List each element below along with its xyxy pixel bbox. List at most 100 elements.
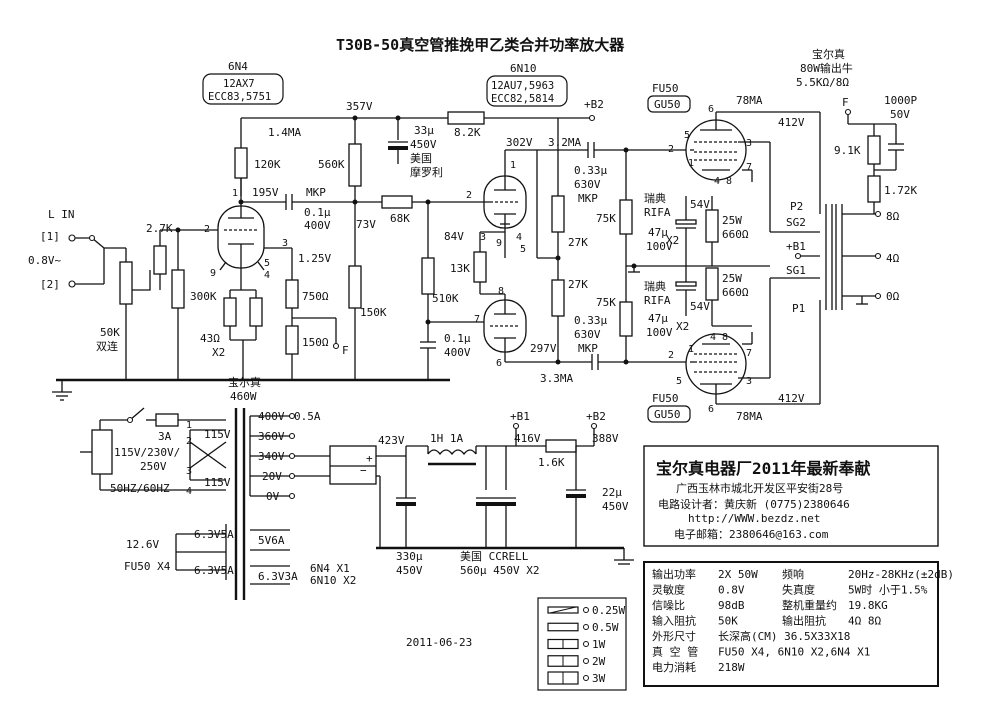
- p115b-label: 115V: [204, 476, 231, 489]
- legend-label-1: 0.5W: [592, 621, 619, 634]
- legend-terminal-3: [583, 658, 589, 664]
- s20-label: 20V: [262, 470, 282, 483]
- v2-pin-7: 7: [474, 314, 480, 325]
- v2-pin-2: 2: [466, 190, 472, 201]
- v357-label: 357V: [346, 100, 373, 113]
- v1-pin-9: 9: [210, 268, 216, 279]
- r-120k-label: 120K: [254, 158, 281, 171]
- v125-label: 1.25V: [298, 252, 331, 265]
- spec-k2-0: 频响: [782, 567, 804, 581]
- ma-1-4-label: 1.4MA: [268, 126, 301, 139]
- v2-pin-4: 4: [516, 232, 522, 243]
- o4-label: 4Ω: [886, 252, 900, 265]
- c22-v-label: 450V: [602, 500, 629, 513]
- c33-label: 33μ: [414, 124, 434, 137]
- fu50-bot-pin6: 6: [708, 404, 714, 415]
- spec-v1-6: 218W: [718, 661, 745, 674]
- spec-k1-6: 电力消耗: [652, 660, 696, 674]
- b2-label-top: +B2: [584, 98, 604, 111]
- ot-l1: 宝尔真: [812, 47, 845, 61]
- c1000p-label: 1000P: [884, 94, 917, 107]
- pt-pin1: 1: [186, 420, 192, 431]
- fu50-bot-pin3: 3: [746, 376, 752, 387]
- spec-v2-0: 20Hz-28KHz(±2dB): [848, 568, 954, 581]
- company-name: 宝尔真电器厂2011年最新奉献: [656, 459, 871, 478]
- b1-ps-label: +B1: [510, 410, 530, 423]
- legend-terminal-0: [583, 607, 589, 613]
- pot-value: 50K: [100, 326, 120, 339]
- r91k-label: 9.1K: [834, 144, 861, 157]
- tube-v1-alt2: ECC83,5751: [208, 91, 271, 103]
- spec-k2-1: 失真度: [782, 583, 815, 597]
- r172k-label: 1.72K: [884, 184, 917, 197]
- input-1-label: [1]: [40, 230, 60, 243]
- c33-v-label: 450V: [410, 138, 437, 151]
- spec-v1-3: 50K: [718, 615, 738, 628]
- p115a-label: 115V: [204, 428, 231, 441]
- c47b-v-label: 100V: [646, 326, 673, 339]
- v2-pin-5: 5: [520, 244, 526, 255]
- p2-label: P2: [790, 200, 803, 213]
- pt-l2: 460W: [230, 390, 257, 403]
- spec-v1-1: 0.8V: [718, 584, 745, 597]
- ma32-label: 3.2MA: [548, 136, 581, 149]
- r510k-label: 510K: [432, 292, 459, 305]
- c22-label: 22μ: [602, 486, 622, 499]
- rifa-a2-label: RIFA: [644, 206, 671, 219]
- v73-label: 73V: [356, 218, 376, 231]
- fu50x4-label: FU50 X4: [124, 560, 171, 573]
- f1-label: F: [842, 96, 849, 109]
- ma78a-label: 78MA: [736, 94, 763, 107]
- r150-label: 150Ω: [302, 336, 329, 349]
- legend-terminal-1: [583, 624, 589, 630]
- tube-v1-alt1: 12AX7: [223, 78, 255, 90]
- r13k-label: 13K: [450, 262, 470, 275]
- fu50-top-pin2: 2: [668, 144, 674, 155]
- freq-label: 50HZ/60HZ: [110, 482, 170, 495]
- c033a-v-label: 630V: [574, 178, 601, 191]
- tube-v2-alt1: 12AU7,5963: [491, 80, 554, 92]
- mains2-label: 250V: [140, 460, 167, 473]
- bridge-plus: +: [366, 452, 373, 465]
- fuse-label: 3A: [158, 430, 172, 443]
- pt-pin2: 2: [186, 436, 192, 447]
- fu50-bot-pin1: 1: [688, 344, 694, 355]
- r150k-label: 150K: [360, 306, 387, 319]
- rifa-b2-label: RIFA: [644, 294, 671, 307]
- v84-label: 84V: [444, 230, 464, 243]
- tube-v2-name: 6N10: [510, 62, 537, 75]
- v54a-label: 54V: [690, 198, 710, 211]
- schematic-title: T30B-50真空管推挽甲乙类合并功率放大器: [336, 36, 625, 54]
- fu50-top-pin1: 1: [688, 158, 694, 169]
- s340-label: 340V: [258, 450, 285, 463]
- c33-brand2: 摩罗利: [410, 165, 443, 179]
- fu50-bot-pin7: 7: [746, 348, 752, 359]
- r660b-label: 660Ω: [722, 286, 749, 299]
- spec-v1-2: 98dB: [718, 599, 745, 612]
- bridge-minus: −: [360, 464, 367, 477]
- company-box: [643, 445, 939, 547]
- ccrell2-label: 560μ 450V X2: [460, 564, 539, 577]
- v1-pin-4: 4: [264, 270, 270, 281]
- fu50-bot-pin5: 5: [676, 376, 682, 387]
- v423-label: 423V: [378, 434, 405, 447]
- company-web: http://WWW.bezdz.net: [688, 512, 820, 525]
- b1-label-ot: +B1: [786, 240, 806, 253]
- v416-label: 416V: [514, 432, 541, 445]
- c1000p-v-label: 50V: [890, 108, 910, 121]
- choke-label: 1H 1A: [430, 432, 463, 445]
- c033a-t-label: MKP: [578, 192, 598, 205]
- n6n10-label: 6N10 X2: [310, 574, 356, 587]
- r68k-label: 68K: [390, 212, 410, 225]
- spec-v1-0: 2X 50W: [718, 568, 758, 581]
- v2-pin-1: 1: [510, 160, 516, 171]
- spec-v2-1: 5W时 小于1.5%: [848, 584, 928, 597]
- spec-v1-5: FU50 X4, 6N10 X2,6N4 X1: [718, 646, 870, 659]
- v54b-label: 54V: [690, 300, 710, 313]
- legend-label-0: 0.25W: [592, 604, 625, 617]
- company-addr: 广西玉林市城北开发区平安街28号: [676, 481, 843, 495]
- fu50-top-name: FU50: [652, 82, 679, 95]
- ot-l3: 5.5KΩ/8Ω: [796, 76, 849, 89]
- sg2-label: SG2: [786, 216, 806, 229]
- spec-k1-5: 真 空 管: [652, 645, 698, 659]
